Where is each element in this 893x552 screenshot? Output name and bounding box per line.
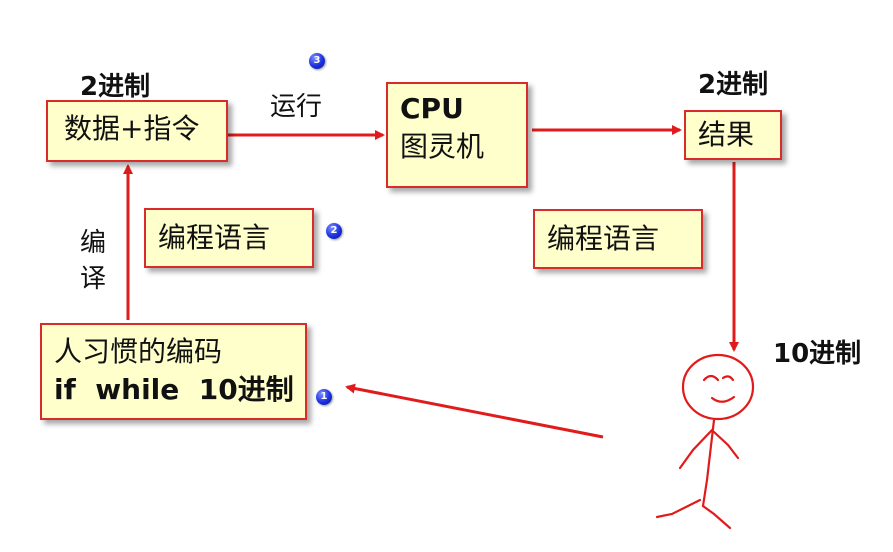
person-head (681, 353, 755, 421)
programming-language-box-left: 编程语言 (144, 208, 314, 268)
person-left-eye (702, 374, 720, 382)
person-left-arm (678, 428, 714, 470)
person-right-eye (721, 375, 735, 382)
data-instructions-text: 数据+指令 (64, 112, 200, 145)
programming-language-text-right: 编程语言 (547, 222, 660, 255)
cpu-title: CPU (400, 92, 464, 125)
compile-label-char1: 编 (80, 228, 107, 258)
binary-label-left: 2进制 (80, 72, 151, 102)
step-badge-1: 1 (316, 389, 332, 405)
human-code-line1: 人习惯的编码 (54, 335, 223, 368)
person-right-arm (712, 430, 740, 460)
result-box: 结果 (684, 110, 782, 160)
run-label: 运行 (270, 92, 323, 122)
person-mouth (710, 395, 736, 403)
decimal-label: 10进制 (773, 339, 862, 369)
result-text: 结果 (698, 118, 755, 151)
human-code-line2: if while 10进制 (54, 373, 294, 406)
programming-language-box-right: 编程语言 (533, 209, 703, 269)
person-figure (655, 353, 755, 530)
compile-label-char2: 译 (80, 264, 107, 294)
programming-language-text-left: 编程语言 (158, 221, 271, 254)
step-badge-2: 2 (326, 223, 342, 239)
person-body (701, 418, 716, 508)
person-left-leg (655, 498, 702, 519)
human-code-box: 人习惯的编码 if while 10进制 (40, 323, 307, 420)
person-right-leg (701, 504, 732, 530)
cpu-subtitle: 图灵机 (400, 130, 485, 163)
binary-label-right: 2进制 (698, 70, 769, 100)
step-badge-3: 3 (309, 53, 325, 69)
data-instructions-box: 数据+指令 (46, 100, 228, 162)
cpu-box: CPU 图灵机 (386, 82, 528, 188)
arrow-person-to-code (345, 383, 604, 439)
